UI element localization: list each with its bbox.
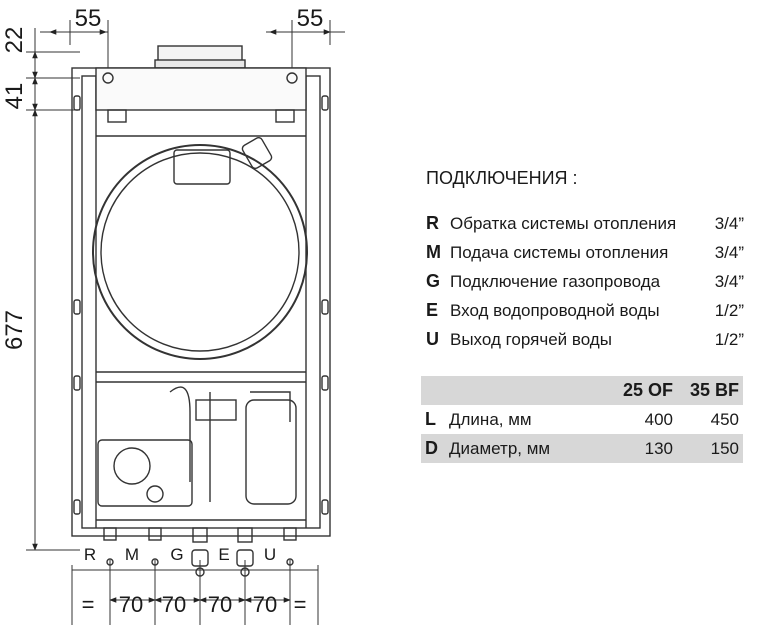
connection-label: Выход горячей воды (450, 329, 612, 349)
connection-size: 3/4” (714, 213, 744, 233)
boiler-body (71, 45, 331, 577)
dim-spacing-3: 70 (208, 592, 232, 617)
connection-row: R Обратка системы отопления 3/4” (426, 209, 756, 238)
spec-label: Длина, мм (449, 409, 532, 429)
connection-label: Подключение газопровода (450, 271, 661, 291)
spec-table: 25 OF 35 BF L Длина, мм 400 450 D Диамет… (421, 376, 743, 463)
spec-row: L Длина, мм 400 450 (421, 405, 743, 434)
connection-letter-g: G (170, 545, 183, 564)
dimension-labels: 55 55 22 41 677 = 70 70 70 70 = R M G E … (1, 5, 323, 617)
dimension-lines (26, 20, 345, 625)
spec-header-blank (449, 376, 601, 405)
dim-left-top: 22 (1, 27, 28, 54)
connections-title: ПОДКЛЮЧЕНИЯ : (426, 168, 578, 188)
connection-size: 1/2” (714, 329, 744, 349)
spec-value: 400 (644, 409, 673, 429)
connections-legend: ПОДКЛЮЧЕНИЯ : R Обратка системы отоплени… (426, 168, 756, 354)
spec-header-model-25of: 25 OF (601, 376, 673, 405)
connection-row: M Подача системы отопления 3/4” (426, 238, 756, 267)
spec-value: 450 (710, 409, 739, 429)
connection-label: Вход водопроводной воды (450, 300, 660, 320)
dim-left-mid: 41 (1, 83, 28, 110)
connection-row: E Вход водопроводной воды 1/2” (426, 296, 756, 325)
spec-value: 150 (673, 434, 743, 463)
spec-label: Диаметр, мм (449, 434, 601, 463)
dim-spacing-2: 70 (162, 592, 186, 617)
boiler-dimension-drawing: 55 55 22 41 677 = 70 70 70 70 = R M G E … (1, 5, 345, 625)
connection-size: 1/2” (714, 300, 744, 320)
spec-header-blank (421, 376, 449, 405)
spec-code: L (425, 409, 436, 429)
dim-spacing-5: = (294, 592, 307, 617)
connection-code: G (426, 271, 441, 291)
connection-code: E (426, 300, 439, 320)
connection-letter-e: E (218, 545, 229, 564)
spec-header-row: 25 OF 35 BF (421, 376, 743, 405)
connection-row: G Подключение газопровода 3/4” (426, 267, 756, 296)
dim-spacing-0: = (82, 592, 95, 617)
spec-code: D (421, 434, 449, 463)
spec-row: D Диаметр, мм 130 150 (421, 434, 743, 463)
connection-code: M (426, 242, 441, 262)
connection-size: 3/4” (714, 271, 744, 291)
connection-code: R (426, 213, 439, 233)
connection-row: U Выход горячей воды 1/2” (426, 325, 756, 354)
dim-top-left: 55 (75, 5, 102, 32)
connection-label: Подача системы отопления (450, 242, 669, 262)
dim-spacing-1: 70 (119, 592, 143, 617)
spec-value: 130 (601, 434, 673, 463)
dim-spacing-4: 70 (253, 592, 277, 617)
connection-size: 3/4” (714, 242, 744, 262)
connection-letter-r: R (84, 545, 96, 564)
spec-header-model-35bf: 35 BF (673, 376, 743, 405)
connection-letter-u: U (264, 545, 276, 564)
connection-label: Обратка системы отопления (450, 213, 677, 233)
connection-code: U (426, 329, 439, 349)
connection-letter-m: M (125, 545, 139, 564)
dim-top-right: 55 (297, 5, 324, 32)
dim-height: 677 (1, 310, 28, 350)
